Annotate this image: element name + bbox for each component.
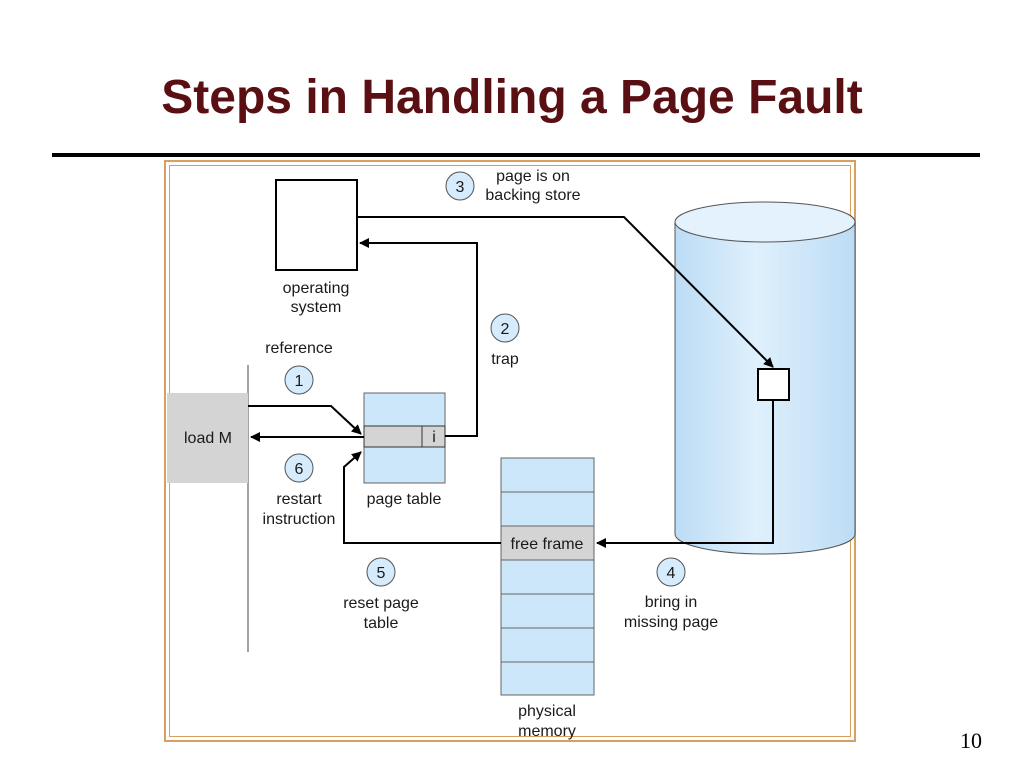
svg-text:4: 4 — [667, 565, 676, 582]
physical-memory-label-line2: memory — [518, 723, 576, 740]
step-1-badge: 1 — [284, 365, 314, 395]
reset-label-line1: reset page — [343, 595, 419, 612]
physical-memory — [500, 457, 595, 696]
free-frame-slot — [500, 525, 595, 561]
backing-store-disk — [674, 201, 856, 555]
os-label-line1: operating — [283, 280, 350, 297]
load-m-block — [167, 393, 248, 483]
page-table-label: page table — [367, 491, 442, 508]
invalid-bit-label: i — [432, 429, 436, 446]
reset-label-line2: table — [364, 615, 399, 632]
page-number: 10 — [960, 728, 982, 753]
step-5-badge: 5 — [366, 557, 396, 587]
step-4-badge: 4 — [656, 557, 686, 587]
svg-text:1: 1 — [295, 373, 304, 390]
free-frame-label: free frame — [511, 536, 584, 553]
os-label-line2: system — [291, 299, 342, 316]
restart-label-line1: restart — [276, 491, 322, 508]
svg-text:5: 5 — [377, 565, 386, 582]
arrow-trap — [359, 238, 478, 437]
arrow-bring-in-page — [596, 400, 774, 548]
operating-system-box — [275, 179, 358, 271]
physical-memory-label-line1: physical — [518, 703, 576, 720]
load-m-label: load M — [184, 430, 232, 447]
step-3-badge: 3 — [445, 171, 475, 201]
trap-label: trap — [491, 351, 519, 368]
title-underline — [52, 153, 980, 157]
backing-store-label-line2: backing store — [485, 187, 580, 204]
slide-title: Steps in Handling a Page Fault — [161, 71, 863, 124]
arrow-reference — [248, 405, 362, 435]
svg-text:6: 6 — [295, 461, 304, 478]
step-2-badge: 2 — [490, 313, 520, 343]
arrow-to-backing-store — [357, 216, 774, 368]
restart-label-line2: instruction — [263, 511, 336, 528]
svg-text:2: 2 — [501, 321, 510, 338]
arrow-reset-page-table — [343, 451, 501, 544]
svg-text:3: 3 — [456, 179, 465, 196]
reference-label: reference — [265, 340, 333, 357]
missing-page-block — [757, 368, 790, 401]
bring-in-label-line1: bring in — [645, 594, 697, 611]
bring-in-label-line2: missing page — [624, 614, 718, 631]
backing-store-label-line1: page is on — [496, 168, 570, 185]
step-6-badge: 6 — [284, 453, 314, 483]
